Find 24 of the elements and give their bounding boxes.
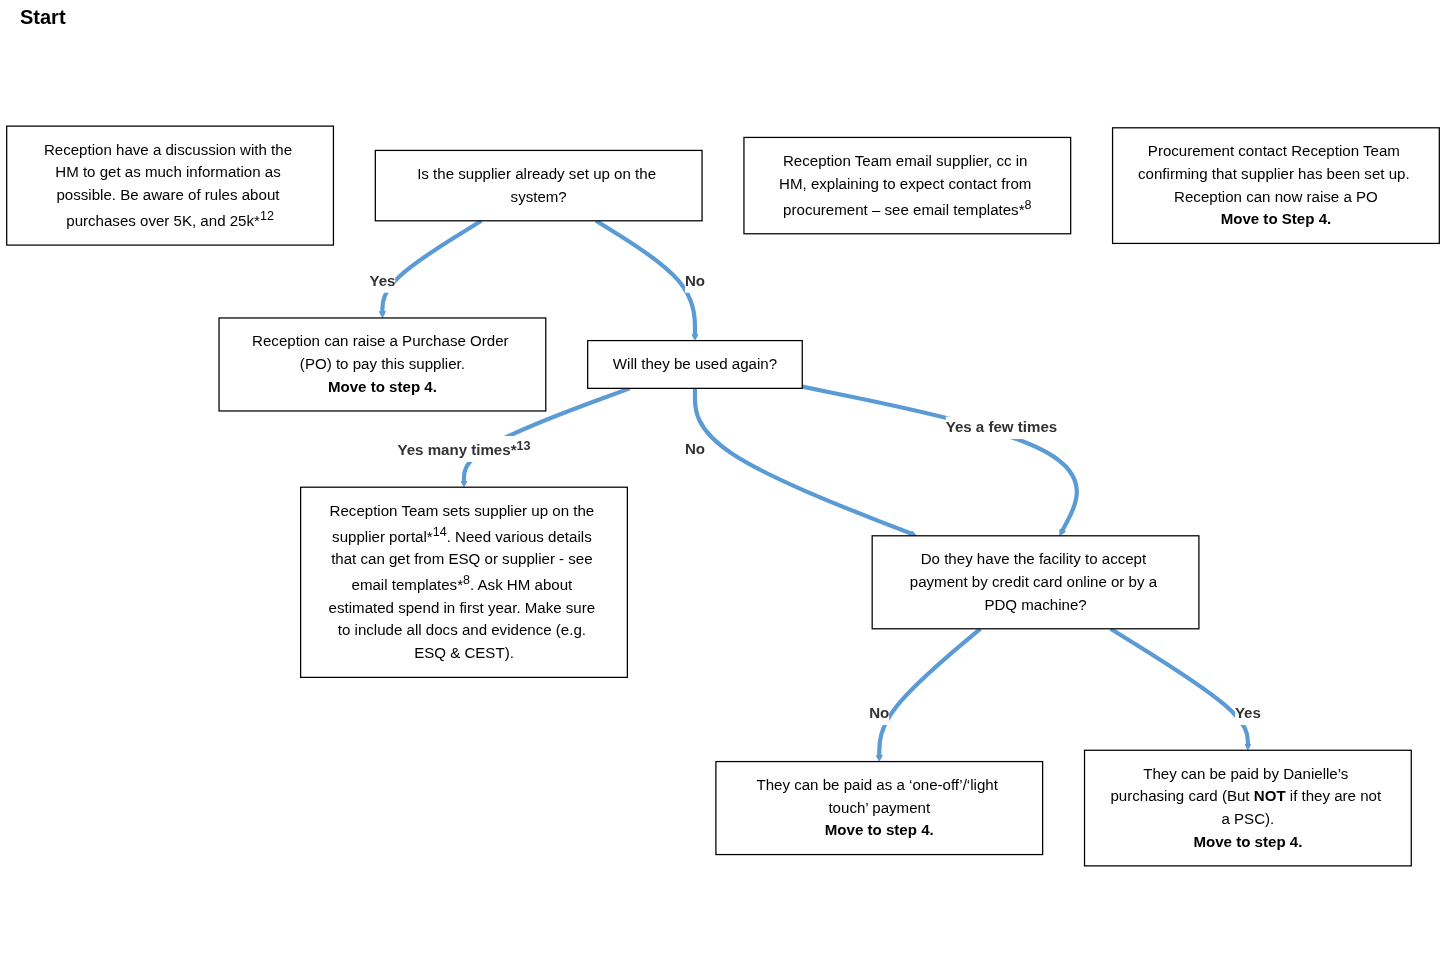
start-label: Start xyxy=(20,6,66,29)
arrow xyxy=(1109,627,1252,751)
arrow xyxy=(875,627,982,762)
edge-label: Yes xyxy=(369,272,396,290)
node-box: Reception can raise a Purchase Order (PO) to pay this supplier. Move to step 4. xyxy=(218,317,547,412)
node-box: Do they have the facility to accept payment by credit card online or by a PDQ machine? xyxy=(871,535,1200,630)
node-box: They can be paid by Danielle’s purchasing card (But NOT if they are not a PSC). Move to step 4. xyxy=(1083,749,1412,867)
edge-label: Yes a few times xyxy=(945,418,1058,436)
edge-label: No xyxy=(684,272,706,290)
arrow xyxy=(378,219,483,319)
edge-label: No xyxy=(869,705,890,722)
node-box: Will they be used again? xyxy=(587,339,803,389)
edge-label: Yes many times*$^{13}$ xyxy=(397,437,531,459)
edge-label: No xyxy=(684,440,706,458)
arrow xyxy=(692,388,917,537)
arrow xyxy=(594,219,699,341)
node-box: Reception Team email supplier, cc in HM, explaining to expect contact from procurement – see email templates*$^{8}$ xyxy=(743,136,1072,235)
arrow xyxy=(801,384,1079,537)
node-box: Is the supplier already set up on the system? xyxy=(374,149,703,222)
node-box: Procurement contact Reception Team confirming that supplier has been set up. Reception can now raise a PO Move to Step 4. xyxy=(1111,127,1440,245)
node-box: They can be paid as a ‘one-off’/‘light touch’ payment Move to step 4. xyxy=(715,760,1044,856)
edge-label: Yes xyxy=(1234,705,1261,722)
node-box: Reception have a discussion with the HM to get as much information as possible. Be aware of rules about purchases over 5K, and 25k*$^{12}$ xyxy=(6,125,335,246)
node-box: Reception Team sets supplier up on the supplier portal*$^{14}$. Need various details that can get from ESQ or supplier - see email templates*$^{8}$. Ask HM about estimated spend in first year. Make sure to include all docs and evidence (e.g. ESQ & CEST). xyxy=(300,486,628,678)
